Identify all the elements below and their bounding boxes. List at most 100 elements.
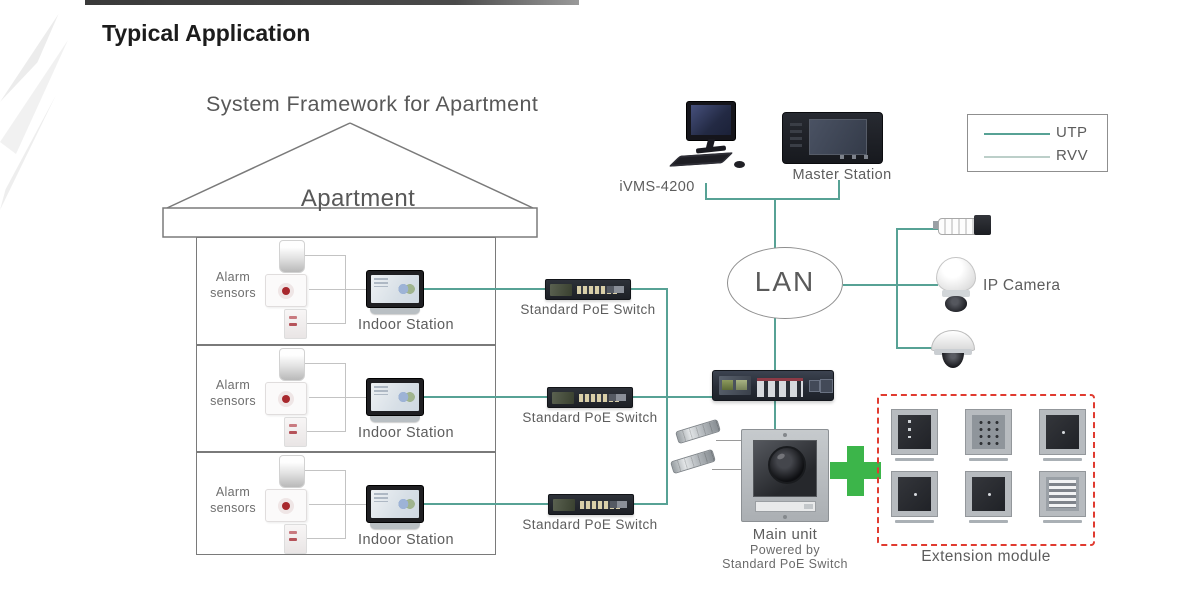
connector-utp (898, 347, 933, 349)
connector-utp (627, 396, 713, 398)
connector-utp (705, 183, 707, 199)
indoor-station-label: Indoor Station (358, 317, 454, 333)
connector-gray (305, 363, 346, 364)
extension-display-icon (1039, 409, 1086, 455)
main-unit-sub2: Standard PoE Switch (722, 557, 848, 571)
main-unit-icon (741, 429, 829, 522)
alarm-sensor-icon (265, 382, 307, 415)
connector-utp (705, 198, 840, 200)
main-unit-label: Main unit (752, 526, 818, 543)
connector-utp (628, 503, 668, 505)
poe-switch-icon (548, 494, 634, 515)
indoor-station-label: Indoor Station (358, 425, 454, 441)
extension-keypad-icon (965, 409, 1012, 455)
connector-utp (424, 396, 547, 398)
connector-utp (774, 401, 776, 430)
motion-sensor-icon (279, 455, 305, 488)
connector-gray (307, 323, 346, 324)
utp-label: UTP (1056, 124, 1088, 141)
module-caption (969, 520, 1008, 523)
ivms-label: iVMS-4200 (619, 179, 695, 195)
rvv-line-sample (984, 156, 1050, 158)
floor-divider (196, 344, 496, 346)
master-station-label: Master Station (792, 167, 892, 183)
main-unit-sub1: Powered by (749, 543, 820, 557)
indoor-station-base (370, 523, 420, 529)
indoor-station-label: Indoor Station (358, 532, 454, 548)
top-edge-strip (85, 0, 579, 5)
indoor-station-icon (366, 485, 424, 523)
poe-switch-icon (547, 387, 633, 408)
connector-utp (631, 288, 668, 290)
poe-switch-label: Standard PoE Switch (520, 302, 656, 317)
connector-utp (898, 284, 938, 286)
module-caption (895, 458, 934, 461)
floor-divider (196, 451, 496, 453)
connector-utp (838, 180, 840, 199)
connector-utp (666, 288, 668, 505)
extension-indicator-icon (965, 471, 1012, 517)
alarm-sensor-icon (265, 274, 307, 307)
master-station-icon (782, 112, 883, 164)
panic-button-icon (284, 417, 307, 447)
lan-cloud: LAN (727, 247, 843, 319)
extension-module-label: Extension module (921, 548, 1051, 565)
indoor-station-icon (366, 378, 424, 416)
house-roof (162, 122, 538, 238)
apartment-label: Apartment (300, 185, 416, 212)
extension-indicator-icon (891, 471, 938, 517)
utp-line-sample (984, 133, 1050, 135)
bullet-camera-icon (933, 212, 994, 238)
ptz-camera-icon (936, 257, 976, 313)
connector-utp (774, 318, 776, 371)
alarm-sensor-icon (265, 489, 307, 522)
module-caption (969, 458, 1008, 461)
connector-utp (424, 503, 548, 505)
module-caption (1043, 458, 1082, 461)
page-title: Typical Application (102, 20, 311, 46)
desktop-computer-icon (660, 98, 756, 178)
connector-gray (309, 289, 366, 290)
indoor-station-base (370, 308, 420, 314)
connector-gray (309, 397, 366, 398)
connector-gray (307, 431, 346, 432)
diagram-subtitle: System Framework for Apartment (206, 92, 539, 116)
extension-nametag-icon (1039, 471, 1086, 517)
door-lock-icon (670, 448, 716, 475)
indoor-station-icon (366, 270, 424, 308)
connector-gray (307, 538, 346, 539)
dome-camera-icon (931, 330, 975, 372)
panic-button-icon (284, 309, 307, 339)
poe-switch-icon (545, 279, 631, 300)
rvv-label: RVV (1056, 147, 1089, 164)
ip-camera-label: IP Camera (983, 277, 1061, 294)
connector-utp (898, 228, 938, 230)
main-poe-switch-icon (712, 370, 834, 401)
connector-gray (305, 255, 346, 256)
connector-utp (896, 228, 898, 349)
module-caption (895, 520, 934, 523)
connector-gray (712, 469, 743, 470)
connector-utp (843, 284, 898, 286)
motion-sensor-icon (279, 240, 305, 273)
connector-utp (774, 199, 776, 248)
poe-switch-label: Standard PoE Switch (522, 410, 658, 425)
lan-label: LAN (754, 266, 816, 297)
door-lock-icon (675, 418, 721, 445)
connector-gray (305, 470, 346, 471)
extension-card-reader-icon (891, 409, 938, 455)
panic-button-icon (284, 524, 307, 554)
indoor-station-base (370, 416, 420, 422)
connector-gray (309, 504, 366, 505)
poe-switch-label: Standard PoE Switch (522, 517, 658, 532)
motion-sensor-icon (279, 348, 305, 381)
connector-gray (716, 440, 743, 441)
module-caption (1043, 520, 1082, 523)
